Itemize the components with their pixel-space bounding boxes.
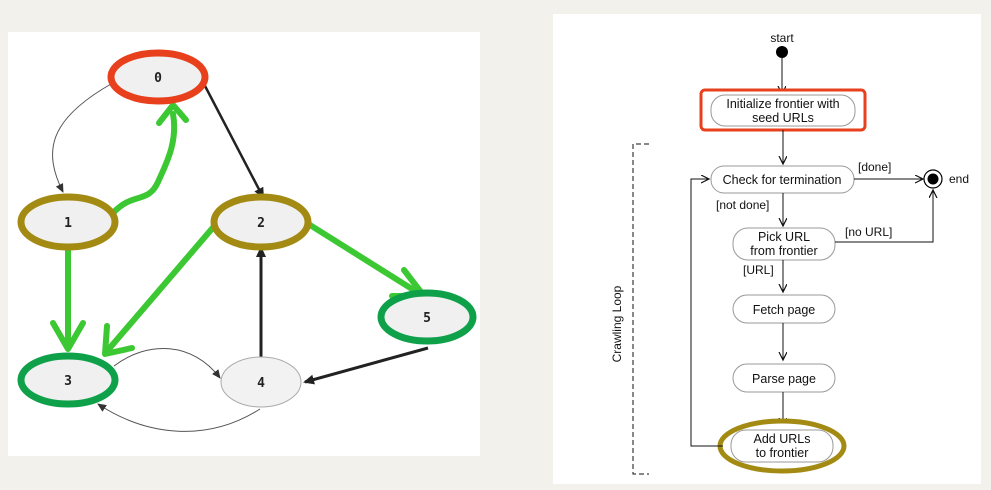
graph-node-3[interactable]: 3 [17,352,119,408]
step-initialize-frontier[interactable]: Initialize frontier with seed URLs [699,88,867,132]
step-pick-url[interactable]: Pick URL from frontier [732,227,836,261]
guard-not-done: [not done] [716,198,769,212]
graph-diagram: 0 1 2 3 4 5 [17,49,477,432]
svg-text:Parse page: Parse page [752,372,816,386]
graph-diagram-panel: 0 1 2 3 4 5 [8,32,480,456]
edge-4-to-3 [97,403,261,432]
graph-node-2[interactable]: 2 [210,193,312,251]
edge-0-to-1 [52,83,112,193]
step-check-termination[interactable]: Check for termination [710,165,855,194]
crawling-loop-bracket [632,143,649,475]
svg-text:to frontier: to frontier [756,446,809,460]
svg-text:Add URLs: Add URLs [754,432,811,446]
svg-text:5: 5 [423,311,431,326]
svg-text:from frontier: from frontier [750,244,817,258]
guard-done: [done] [858,160,891,174]
end-label: end [949,172,969,186]
graph-node-1[interactable]: 1 [17,193,119,251]
step-fetch-page[interactable]: Fetch page [732,294,836,324]
graph-node-4[interactable]: 4 [220,356,302,408]
edge-0-to-2 [202,83,265,199]
edge-3-to-4 [113,348,221,379]
svg-text:Pick URL: Pick URL [758,230,810,244]
graph-node-0[interactable]: 0 [107,49,209,105]
edge-add-to-check-loop [690,179,723,447]
start-node [776,46,788,58]
svg-text:1: 1 [64,216,72,231]
svg-text:Check for termination: Check for termination [723,173,842,187]
svg-text:seed URLs: seed URLs [752,111,814,125]
start-label: start [770,31,794,45]
guard-no-url: [no URL] [845,225,892,239]
svg-text:0: 0 [154,71,162,86]
svg-text:4: 4 [257,376,265,391]
svg-text:Fetch page: Fetch page [753,303,816,317]
svg-text:2: 2 [257,216,265,231]
step-add-urls[interactable]: Add URLs to frontier [717,418,847,474]
edge-5-to-4 [303,346,429,385]
svg-text:Initialize frontier with: Initialize frontier with [726,97,839,111]
graph-node-5[interactable]: 5 [377,289,477,345]
edge-2-to-3-green [102,221,219,357]
guard-url: [URL] [743,263,774,277]
crawler-flowchart-panel: start Initialize frontier with seed URLs… [553,14,981,484]
edge-pick-to-end [835,190,933,243]
edge-1-to-3-green [50,243,86,352]
crawler-flowchart: start Initialize frontier with seed URLs… [610,31,969,475]
edge-2-to-5-green [307,222,427,299]
end-node [923,169,943,189]
step-parse-page[interactable]: Parse page [732,363,836,393]
crawling-loop-label: Crawling Loop [610,285,624,362]
svg-text:3: 3 [64,374,72,389]
edge-1-to-0-green [111,102,189,215]
